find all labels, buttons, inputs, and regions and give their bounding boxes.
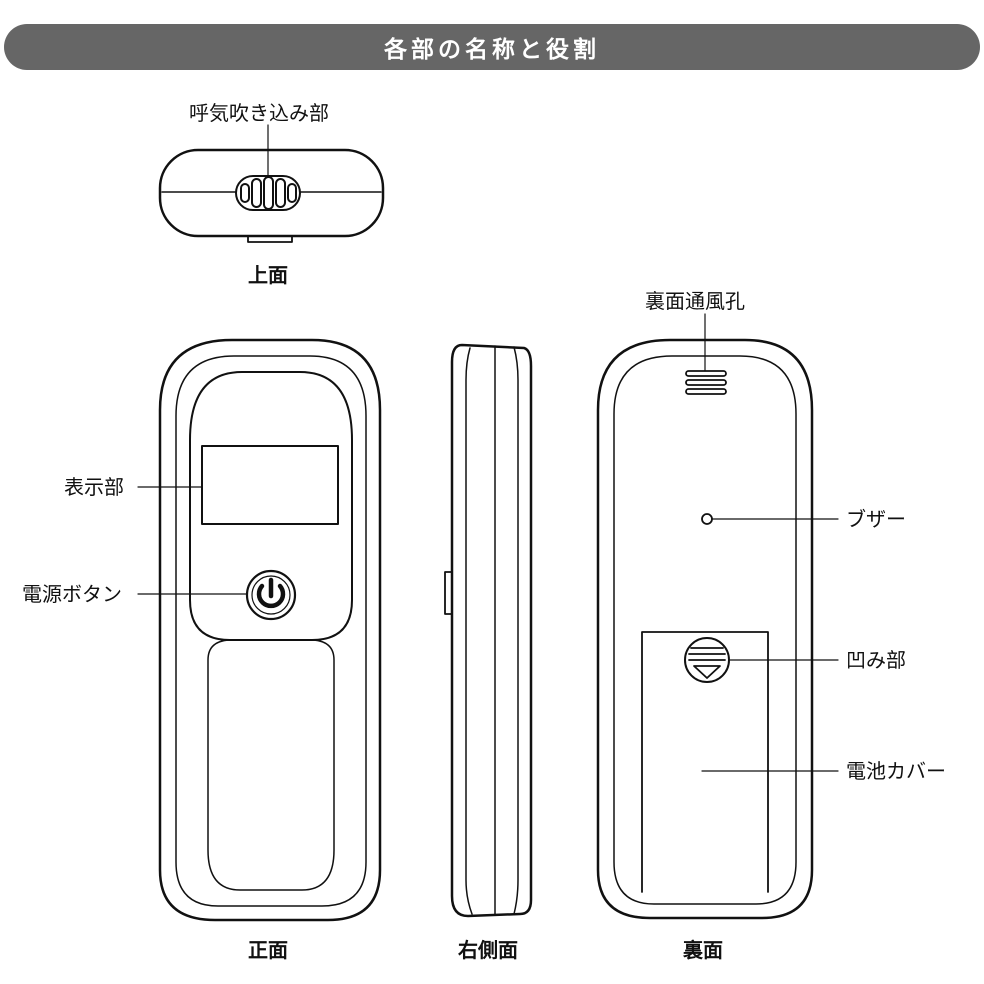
back-vent-icon — [685, 370, 727, 395]
side-view-power-button — [444, 571, 453, 615]
caption-side-view: 右側面 — [458, 938, 518, 962]
front-view-grip — [207, 639, 335, 891]
front-view-body — [158, 338, 382, 922]
caption-back-view: 裏面 — [683, 938, 723, 962]
callout-buzzer: ブザー — [846, 507, 906, 531]
side-view-drawing — [444, 343, 533, 918]
callout-back-vent: 裏面通風孔 — [645, 289, 745, 313]
callout-power-button: 電源ボタン — [22, 582, 122, 606]
back-view-drawing — [596, 313, 839, 920]
battery-cover-outline — [641, 631, 769, 893]
section-title: 各部の名称と役割 — [384, 37, 600, 63]
display-window — [201, 445, 339, 525]
front-view-inner-outline — [175, 355, 367, 907]
callout-display: 表示部 — [64, 475, 124, 499]
callout-battery-cover: 電池カバー — [846, 759, 946, 783]
back-view-body — [596, 338, 814, 920]
side-view-body — [450, 343, 533, 918]
breath-inlet-icon — [235, 175, 301, 211]
callout-breath-inlet: 呼気吹き込み部 — [189, 101, 329, 125]
top-view-button-edge — [247, 235, 293, 243]
side-view-edge-line-2 — [513, 346, 519, 915]
front-view-face-panel — [189, 371, 353, 641]
side-view-edge-line-1 — [465, 347, 473, 915]
caption-front-view: 正面 — [248, 938, 288, 962]
top-view-body — [158, 148, 385, 238]
top-view-drawing — [158, 124, 385, 243]
recess-icon — [684, 637, 730, 683]
buzzer-hole-icon — [701, 513, 713, 525]
callout-recess: 凹み部 — [846, 648, 906, 672]
caption-top-view: 上面 — [248, 263, 288, 287]
back-view-inner-outline — [613, 355, 797, 905]
front-view-drawing — [137, 338, 382, 922]
power-icon — [245, 569, 297, 621]
section-header: 各部の名称と役割 — [4, 24, 980, 70]
